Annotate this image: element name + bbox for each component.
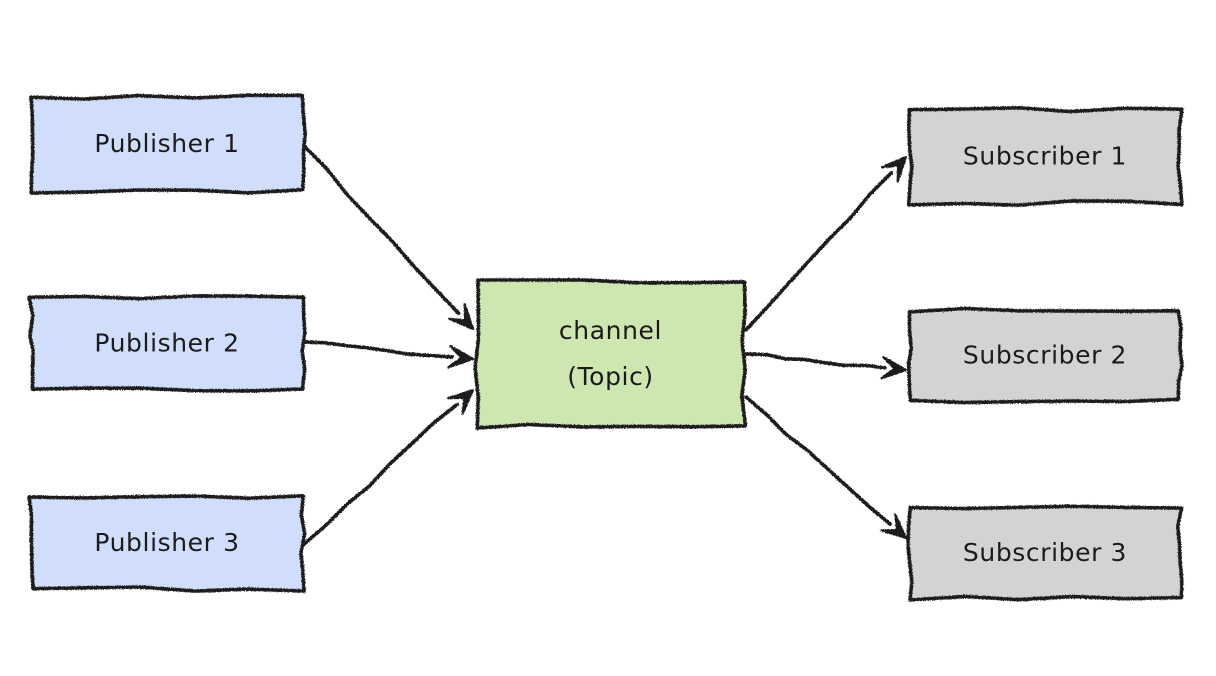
edge-channel-to-subscriber-2[interactable] [744,352,908,380]
subscriber-2[interactable]: Subscriber 2 [906,306,1184,405]
edge-publisher-1-to-channel[interactable] [301,143,475,331]
edge-channel-to-subscriber-1[interactable] [744,155,908,332]
edge-publisher-2-to-channel-arrowhead [447,345,475,369]
edge-channel-to-subscriber-2-arrowhead [880,356,908,380]
edge-channel-to-subscriber-3-line [744,395,892,526]
nodes-layer: Publisher 1 Publisher 2 Publisher 3 channel… [27,93,1184,602]
channel[interactable]: channel(Topic) [473,278,748,430]
edges-layer [301,143,908,547]
publisher-2-box [27,294,307,393]
publisher-2[interactable]: Publisher 2 [27,294,307,393]
edge-channel-to-subscriber-3[interactable] [744,395,908,540]
edge-channel-to-subscriber-1-line [744,170,894,332]
publisher-3-box [27,494,307,593]
edge-channel-to-subscriber-3-arrowhead [880,513,908,540]
publisher-3[interactable]: Publisher 3 [27,494,307,593]
edge-publisher-1-to-channel-arrowhead [448,303,475,331]
subscriber-3-box [906,504,1184,602]
subscriber-2-box [906,306,1184,405]
edge-publisher-3-to-channel[interactable] [301,388,475,547]
publisher-1-box [29,93,307,195]
edge-publisher-3-to-channel-line [301,402,459,547]
edge-publisher-3-to-channel-arrowhead [447,388,475,415]
subscriber-1-box [906,106,1184,207]
edge-publisher-2-to-channel[interactable] [301,340,475,369]
channel-box [473,278,748,430]
edge-channel-to-subscriber-1-arrowhead [881,155,908,183]
edge-channel-to-subscriber-2-line [744,352,887,370]
subscriber-3[interactable]: Subscriber 3 [906,504,1184,602]
edge-publisher-2-to-channel-line [301,340,454,359]
subscriber-1[interactable]: Subscriber 1 [906,106,1184,207]
edge-publisher-1-to-channel-line [301,143,461,316]
publisher-1[interactable]: Publisher 1 [29,93,307,195]
